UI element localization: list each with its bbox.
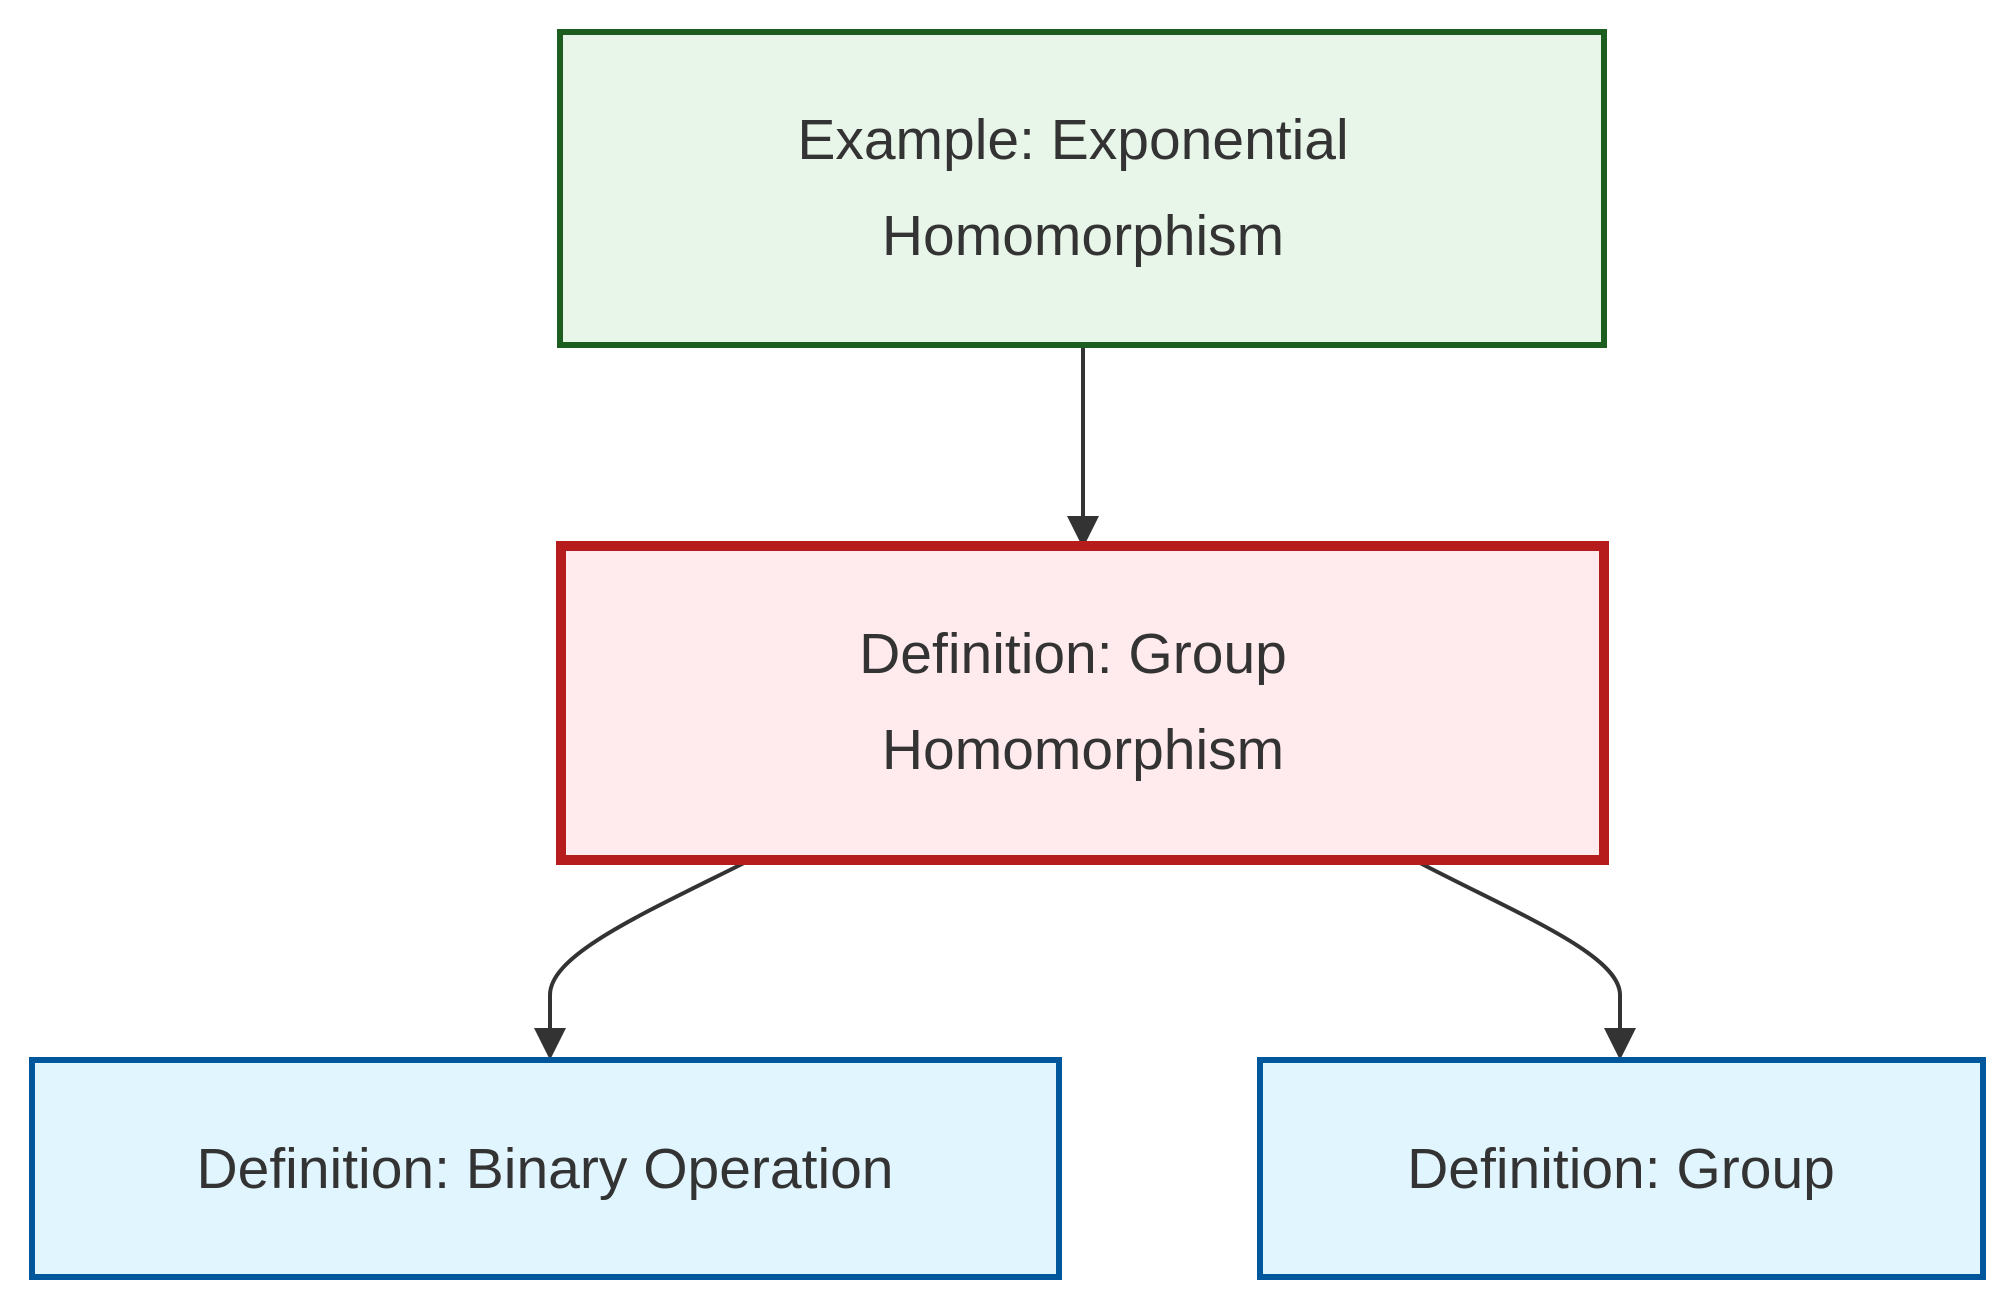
node-label-line-2: Homomorphism <box>882 204 1284 268</box>
node-definition-group-homomorphism[interactable]: Definition: Group Homomorphism <box>556 541 1609 865</box>
node-label-line-2: Homomorphism <box>882 718 1284 782</box>
edge-group-homomorphism-to-binary-operation <box>548 861 745 1030</box>
node-label-line-1: Definition: Group <box>1407 1137 1835 1201</box>
node-definition-binary-operation[interactable]: Definition: Binary Operation <box>29 1057 1062 1280</box>
edge-group-homomorphism-to-group <box>1419 861 1622 1030</box>
node-box <box>29 1057 1062 1280</box>
arrowhead-group <box>1604 1028 1636 1060</box>
node-box <box>556 541 1609 865</box>
edges <box>534 348 1636 1060</box>
arrowhead-binary-operation <box>534 1028 566 1060</box>
node-definition-group[interactable]: Definition: Group <box>1257 1057 1986 1280</box>
node-label-line-1: Example: Exponential <box>797 108 1348 172</box>
node-label-line-1: Definition: Binary Operation <box>196 1137 893 1201</box>
node-example-exponential-homomorphism[interactable]: Example: Exponential Homomorphism <box>557 29 1607 348</box>
node-box <box>1257 1057 1986 1280</box>
node-box <box>557 29 1607 348</box>
node-label-line-1: Definition: Group <box>859 622 1287 686</box>
arrowhead-group-homomorphism <box>1067 516 1099 548</box>
